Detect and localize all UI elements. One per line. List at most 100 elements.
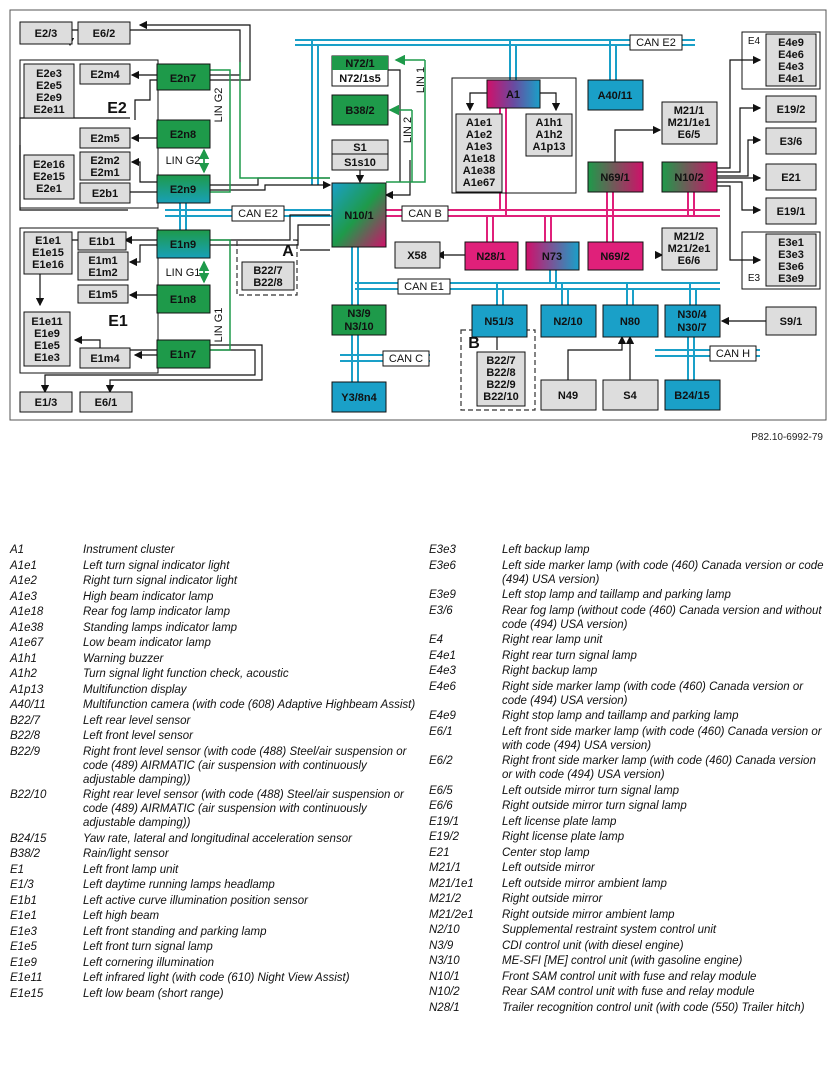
svg-text:E2b1: E2b1 [92, 188, 118, 200]
svg-text:E4e3: E4e3 [778, 61, 804, 73]
legend-description: Rear fog lamp indicator lamp [83, 606, 231, 618]
legend-code: A1p13 [10, 683, 44, 696]
svg-text:E3e3: E3e3 [778, 249, 804, 261]
svg-text:E1m2: E1m2 [88, 267, 117, 279]
legend-code: E1e15 [10, 987, 44, 1000]
legend-description: Multifunction display [83, 683, 187, 696]
legend-code: E1 [10, 863, 25, 876]
legend-description: Rear SAM control unit with fuse and rela… [502, 986, 755, 998]
legend-code: E3e6 [429, 559, 456, 572]
svg-text:N10/2: N10/2 [674, 172, 703, 184]
box-e2n9: E2n9 [156, 174, 211, 204]
legend-code: E1e5 [10, 941, 37, 953]
box-e2n7: E2n7 [156, 63, 211, 91]
legend-code: E3e3 [429, 544, 456, 556]
legend-code: A1e1 [10, 559, 37, 572]
box-e2e-group: E2e3 E2e5 E2e9 E2e11 [23, 63, 75, 119]
box-e1n9: E1n9 [156, 229, 211, 259]
svg-text:E21: E21 [781, 172, 801, 184]
box-e6-1: E6/1 [79, 391, 133, 413]
legend-code: M21/1e1 [429, 877, 474, 890]
svg-text:E19/2: E19/2 [777, 104, 806, 116]
svg-text:E2m2: E2m2 [90, 155, 119, 167]
box-e3-6: E3/6 [765, 127, 817, 155]
label-can-e1: CAN E1 [397, 278, 451, 295]
legend-code: E1e11 [10, 972, 43, 984]
box-b24-15: B24/15 [664, 379, 721, 411]
label-group-a: A [282, 243, 294, 260]
svg-text:S4: S4 [623, 390, 637, 402]
svg-text:E2e5: E2e5 [36, 80, 62, 92]
legend-code: N10/1 [429, 970, 460, 983]
box-e6-2: E6/2 [77, 21, 131, 45]
box-e21: E21 [765, 163, 817, 191]
svg-text:N72/1s5: N72/1s5 [339, 73, 381, 85]
legend-row: A1p13 Multifunction display [10, 683, 420, 697]
svg-text:E19/1: E19/1 [777, 206, 806, 218]
legend-description: CDI control unit (with diesel engine) [502, 939, 684, 952]
svg-text:N73: N73 [542, 251, 562, 263]
legend-description: Low beam indicator lamp [83, 637, 211, 649]
svg-text:M21/1: M21/1 [674, 105, 705, 117]
svg-text:N30/4: N30/4 [677, 309, 707, 321]
legend-row: M21/1 Left outside mirror [429, 861, 829, 875]
svg-text:N2/10: N2/10 [553, 316, 582, 328]
svg-text:E1e3: E1e3 [34, 352, 60, 364]
group-a-box [236, 239, 298, 296]
legend-description: Left outside mirror turn signal lamp [502, 784, 680, 797]
legend-description: Left outside mirror [502, 862, 595, 874]
svg-text:E2e9: E2e9 [36, 92, 62, 104]
legend-code: M21/1 [429, 862, 461, 874]
svg-text:E1m1: E1m1 [88, 255, 117, 267]
legend-description: Standing lamps indicator lamp [83, 621, 238, 634]
svg-text:E4e9: E4e9 [778, 37, 804, 49]
box-e19-1: E19/1 [765, 197, 817, 225]
svg-text:A1: A1 [506, 89, 520, 101]
legend-description: Turn signal light function check, acoust… [83, 668, 289, 680]
legend-description: Left cornering illumination [83, 956, 215, 969]
legend-code: E1/3 [10, 879, 34, 891]
legend-description: Yaw rate, lateral and longitudinal accel… [83, 832, 352, 845]
legend-code: E6/5 [429, 784, 453, 797]
svg-text:E2n7: E2n7 [170, 73, 196, 85]
legend-code: E19/2 [429, 831, 460, 843]
label-group-b: B [468, 335, 480, 352]
box-n10-1: N10/1 [331, 182, 387, 248]
svg-text:E2e3: E2e3 [36, 68, 62, 80]
box-e1b1: E1b1 [77, 231, 127, 251]
legend-description: Right license plate lamp [502, 831, 625, 843]
svg-text:A1h2: A1h2 [536, 129, 563, 141]
svg-text:E2m5: E2m5 [90, 133, 119, 145]
svg-text:E1e1: E1e1 [35, 235, 61, 247]
svg-text:E3e6: E3e6 [778, 261, 804, 273]
svg-text:A1p13: A1p13 [532, 141, 565, 153]
label-e1: E1 [108, 313, 128, 330]
svg-text:N69/2: N69/2 [600, 251, 629, 263]
svg-text:E2e16: E2e16 [33, 159, 65, 171]
svg-text:E6/1: E6/1 [95, 397, 118, 409]
svg-text:A1e1: A1e1 [466, 117, 492, 129]
svg-text:E1/3: E1/3 [35, 397, 58, 409]
box-n2-10: N2/10 [540, 304, 597, 338]
legend-code: E3/6 [429, 604, 453, 617]
svg-text:E6/5: E6/5 [678, 129, 701, 141]
box-n80: N80 [602, 304, 659, 338]
svg-text:E1e9: E1e9 [34, 328, 60, 340]
box-e2m-group: E2m2 E2m1 [79, 151, 131, 181]
svg-text:E3e1: E3e1 [778, 237, 804, 249]
lin-wires [198, 54, 426, 351]
